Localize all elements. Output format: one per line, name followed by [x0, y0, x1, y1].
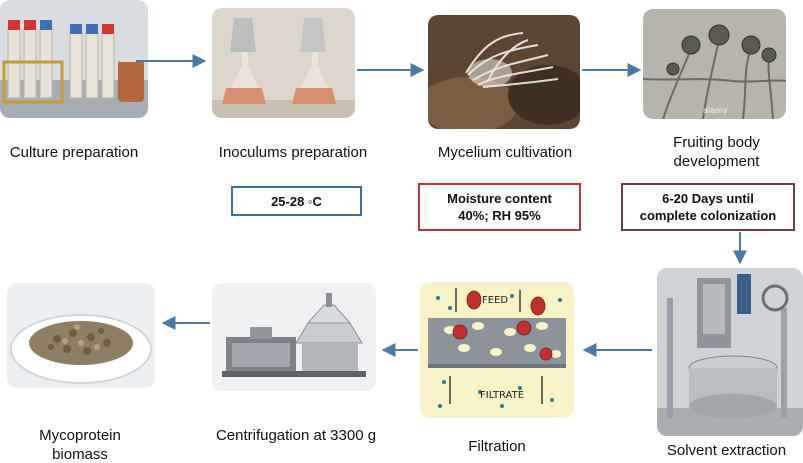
stage-label-fruiting: Fruiting body development	[673, 134, 760, 170]
centrifuge-illustration	[212, 283, 376, 391]
condition-days: 6-20 Days until complete colonization	[621, 183, 795, 231]
inoculums-photo	[212, 8, 355, 118]
filtration-photo: FEED FILTRATE	[420, 282, 574, 418]
culture-photo	[0, 0, 148, 118]
condition-temperature: 25-28 ◦C	[231, 186, 362, 216]
stage-label-mycoprotein: Mycoprotein biomass	[39, 427, 121, 463]
condition-moisture: Moisture content 40%; RH 95%	[418, 183, 581, 231]
stage-label-culture: Culture preparation	[9, 144, 139, 161]
stage-label-filtration: Filtration	[468, 438, 526, 455]
flasks-illustration	[212, 8, 355, 118]
fruiting-photo: alamy	[643, 9, 786, 119]
solvent-photo	[657, 268, 803, 436]
mycelium-photo	[428, 15, 580, 129]
filtration-feed-text: FEED	[482, 295, 508, 306]
stage-label-inoculums: Inoculums preparation	[218, 144, 368, 161]
mycoprotein-photo	[7, 283, 155, 388]
stage-label-mycelium: Mycelium cultivation	[437, 144, 573, 161]
stage-label-solvent: Solvent extraction	[666, 442, 787, 459]
centrifugation-photo	[212, 283, 376, 391]
culture-tubes-illustration	[0, 0, 148, 118]
watermark-text: alamy	[703, 106, 728, 115]
filtration-filtrate-text: FILTRATE	[480, 390, 524, 401]
mycoprotein-illustration	[7, 283, 155, 388]
filtration-schematic: FEED FILTRATE	[420, 282, 574, 418]
mycelium-illustration	[428, 15, 580, 129]
stage-label-centrifugation: Centrifugation at 3300 g	[215, 427, 377, 444]
extraction-vessel-illustration	[657, 268, 803, 436]
sporangia-illustration: alamy	[643, 9, 786, 119]
